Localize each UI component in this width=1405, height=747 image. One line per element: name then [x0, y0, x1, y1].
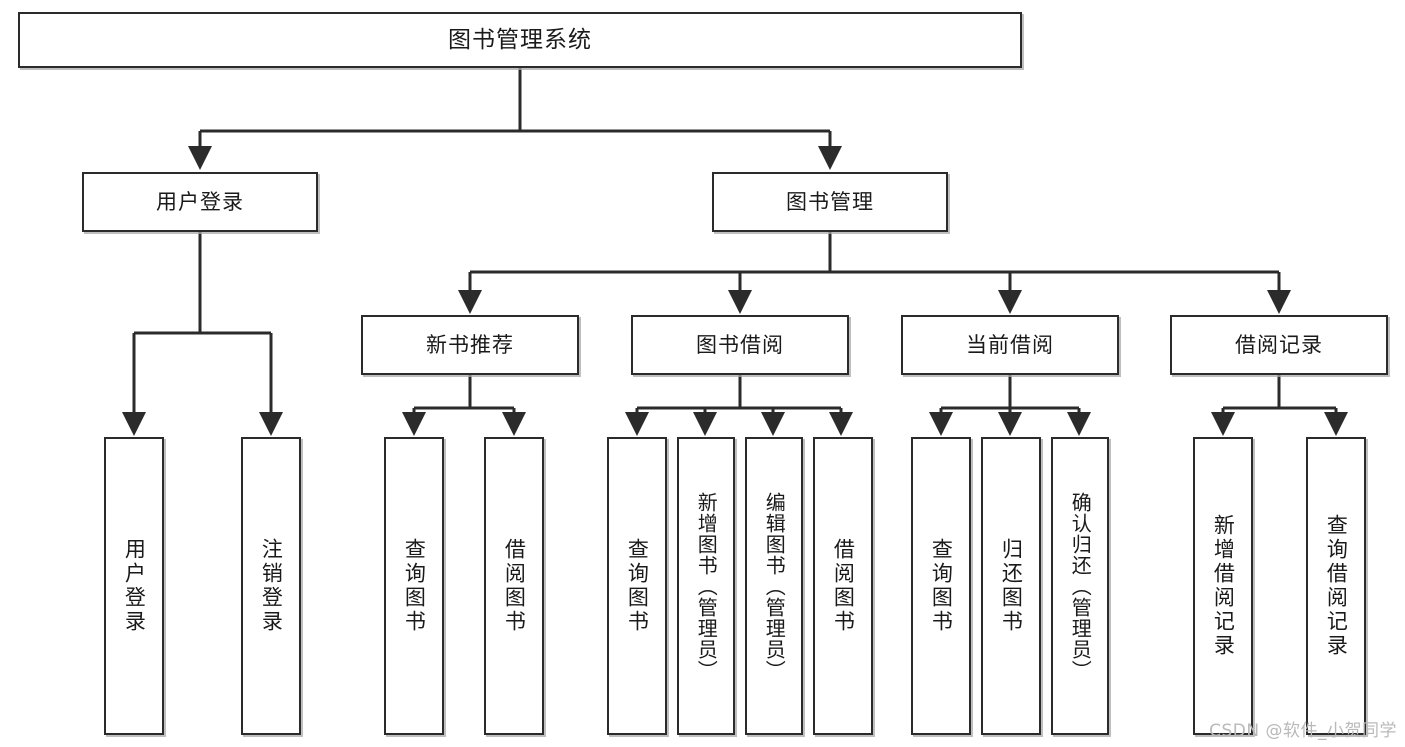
- node-leaf-add-borrow-record[interactable]: 新增借阅记录: [1193, 437, 1253, 735]
- node-label: 借阅图书: [502, 538, 527, 634]
- node-borrow-record[interactable]: 借阅记录: [1170, 315, 1388, 375]
- node-label: 归还图书: [999, 538, 1024, 634]
- node-leaf-borrow-book[interactable]: 借阅图书: [813, 437, 873, 735]
- node-book-borrow[interactable]: 图书借阅: [631, 315, 849, 375]
- node-label: 图书借阅: [696, 332, 784, 357]
- node-label: 图书管理: [786, 189, 874, 214]
- node-label: 查询借阅记录: [1324, 514, 1349, 658]
- node-new-book-recommend[interactable]: 新书推荐: [361, 315, 579, 375]
- node-label: 新书推荐: [426, 332, 514, 357]
- node-user-login[interactable]: 用户登录: [82, 172, 318, 232]
- node-leaf-edit-book-admin[interactable]: 编辑图书（管理员）: [745, 437, 803, 735]
- watermark-text: CSDN @软件_小贺同学: [1209, 721, 1397, 741]
- node-leaf-add-book-admin[interactable]: 新增图书（管理员）: [677, 437, 735, 735]
- node-leaf-logout-login[interactable]: 注销登录: [241, 437, 301, 735]
- node-label: 新增图书（管理员）: [694, 491, 719, 681]
- node-label: 查询图书: [929, 538, 954, 634]
- node-leaf-user-login[interactable]: 用户登录: [104, 437, 164, 735]
- node-label: 借阅记录: [1235, 332, 1323, 357]
- node-label: 查询图书: [402, 538, 427, 634]
- node-label: 查询图书: [625, 538, 650, 634]
- node-label: 用户登录: [156, 189, 244, 214]
- node-label: 新增借阅记录: [1211, 514, 1236, 658]
- node-label: 确认归还（管理员）: [1068, 491, 1093, 681]
- node-label: 编辑图书（管理员）: [762, 491, 787, 681]
- node-current-borrow[interactable]: 当前借阅: [901, 315, 1119, 375]
- node-leaf-confirm-return-admin[interactable]: 确认归还（管理员）: [1051, 437, 1109, 735]
- node-leaf-borrow-book-recommend[interactable]: 借阅图书: [484, 437, 544, 735]
- node-leaf-query-book-borrow[interactable]: 查询图书: [607, 437, 667, 735]
- node-label: 用户登录: [122, 538, 147, 634]
- node-label: 注销登录: [259, 538, 284, 634]
- node-leaf-return-book[interactable]: 归还图书: [981, 437, 1041, 735]
- node-root-book-management-system[interactable]: 图书管理系统: [18, 12, 1022, 68]
- node-label: 当前借阅: [966, 332, 1054, 357]
- node-leaf-query-book-current[interactable]: 查询图书: [911, 437, 971, 735]
- node-label: 借阅图书: [831, 538, 856, 634]
- node-label: 图书管理系统: [448, 26, 592, 53]
- node-book-management[interactable]: 图书管理: [712, 172, 948, 232]
- node-leaf-query-borrow-record[interactable]: 查询借阅记录: [1306, 437, 1366, 735]
- node-leaf-query-book-recommend[interactable]: 查询图书: [384, 437, 444, 735]
